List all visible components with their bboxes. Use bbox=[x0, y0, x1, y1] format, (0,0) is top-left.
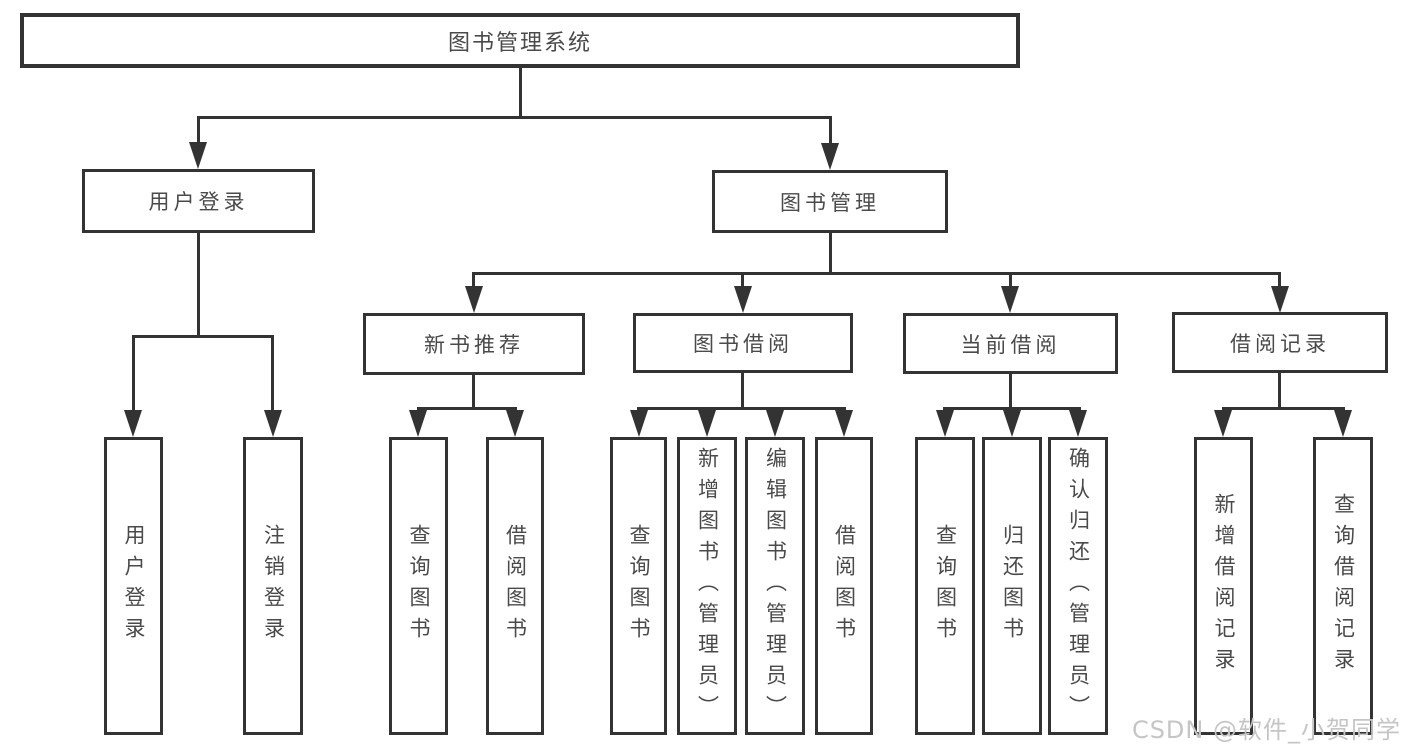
arrow-down-book-mgmt bbox=[821, 143, 839, 170]
csdn-watermark: CSDN @软件_小贺同学 bbox=[1131, 716, 1401, 744]
connector-new-books-stem bbox=[472, 375, 475, 407]
connector-current-borrow-rail bbox=[943, 407, 1081, 410]
arrow-down-bb-edit-books bbox=[766, 410, 784, 437]
leaf-borrow-borrow-books: 借阅图书 bbox=[815, 437, 873, 735]
leaf-logout: 注销登录 bbox=[243, 437, 303, 735]
leaf-borrow-borrow-books-label: 借阅图书 bbox=[832, 524, 857, 648]
leaf-current-confirm-return-label: 确认归还（管理员） bbox=[1066, 446, 1091, 726]
connector-root-stem bbox=[519, 68, 522, 116]
connector-new-books-rail bbox=[417, 407, 517, 410]
arrow-down-leaf-user-login bbox=[124, 410, 142, 437]
leaf-borrow-add-books: 新增图书（管理员） bbox=[677, 437, 737, 735]
leaf-logout-label: 注销登录 bbox=[261, 524, 286, 648]
leaf-records-query-record-label: 查询借阅记录 bbox=[1331, 493, 1356, 679]
arrow-down-cb-return-books bbox=[1003, 410, 1021, 437]
arrow-down-book-borrow bbox=[734, 286, 752, 313]
leaf-newbook-borrow-books-label: 借阅图书 bbox=[503, 524, 528, 648]
node-new-book-recommend: 新书推荐 bbox=[363, 313, 585, 375]
connector-book-borrow-stem bbox=[741, 373, 744, 407]
leaf-newbook-query-books: 查询图书 bbox=[389, 437, 448, 735]
connector-book-borrow-rail bbox=[637, 407, 846, 410]
leaf-newbook-borrow-books: 借阅图书 bbox=[486, 437, 544, 735]
connector-borrow-records-rail bbox=[1222, 407, 1345, 410]
arrow-down-new-books bbox=[465, 286, 483, 313]
connector-drop-user-login bbox=[197, 116, 200, 145]
connector-drop-book-mgmt bbox=[829, 116, 832, 146]
node-current-borrow: 当前借阅 bbox=[903, 313, 1118, 374]
connector-user-login-stem bbox=[197, 233, 200, 335]
leaf-records-add-record: 新增借阅记录 bbox=[1194, 437, 1253, 735]
connector-drop-book-borrow bbox=[741, 272, 744, 290]
arrow-down-br-query-record bbox=[1334, 410, 1352, 437]
connector-drop-new-books bbox=[472, 272, 475, 290]
arrow-down-nb-query-books bbox=[409, 410, 427, 437]
leaf-borrow-query-books-label: 查询图书 bbox=[627, 524, 651, 648]
arrow-down-bb-query-books bbox=[630, 410, 648, 437]
arrow-down-cb-query-books bbox=[936, 410, 954, 437]
arrow-down-user-login bbox=[189, 142, 207, 169]
leaf-current-query-books: 查询图书 bbox=[915, 437, 975, 735]
arrow-down-cb-confirm-return bbox=[1069, 410, 1087, 437]
node-user-login: 用户登录 bbox=[82, 169, 315, 233]
connector-borrow-records-stem bbox=[1278, 373, 1281, 407]
node-book-management: 图书管理 bbox=[712, 170, 948, 233]
leaf-current-return-books: 归还图书 bbox=[982, 437, 1042, 735]
node-book-borrow: 图书借阅 bbox=[633, 313, 853, 373]
arrow-down-br-add-record bbox=[1214, 410, 1232, 437]
connector-user-login-rail bbox=[132, 335, 274, 338]
connector-drop-current-borrow bbox=[1009, 272, 1012, 290]
leaf-records-query-record: 查询借阅记录 bbox=[1313, 437, 1373, 735]
connector-drop-borrow-records bbox=[1278, 272, 1281, 290]
leaf-current-return-books-label: 归还图书 bbox=[1000, 524, 1025, 648]
connector-drop-leaf-user-login bbox=[132, 335, 135, 412]
leaf-user-login-label: 用户登录 bbox=[122, 524, 146, 648]
arrow-down-borrow-records bbox=[1271, 286, 1289, 313]
connector-book-mgmt-stem bbox=[829, 233, 832, 272]
leaf-newbook-query-books-label: 查询图书 bbox=[407, 524, 431, 648]
leaf-borrow-edit-books: 编辑图书（管理员） bbox=[745, 437, 805, 735]
node-borrow-records: 借阅记录 bbox=[1172, 312, 1388, 373]
connector-book-mgmt-rail bbox=[472, 272, 1280, 275]
arrow-down-nb-borrow-books bbox=[506, 410, 524, 437]
leaf-borrow-add-books-label: 新增图书（管理员） bbox=[695, 446, 720, 726]
connector-drop-leaf-logout bbox=[271, 335, 274, 412]
leaf-borrow-query-books: 查询图书 bbox=[610, 437, 667, 735]
node-root: 图书管理系统 bbox=[20, 13, 1020, 68]
arrow-down-current-borrow bbox=[1001, 286, 1019, 313]
leaf-user-login: 用户登录 bbox=[104, 437, 163, 735]
arrow-down-bb-add-books bbox=[698, 410, 716, 437]
leaf-current-query-books-label: 查询图书 bbox=[933, 524, 958, 648]
leaf-current-confirm-return: 确认归还（管理员） bbox=[1048, 437, 1108, 735]
connector-current-borrow-stem bbox=[1009, 374, 1012, 407]
leaf-records-add-record-label: 新增借阅记录 bbox=[1212, 493, 1236, 679]
leaf-borrow-edit-books-label: 编辑图书（管理员） bbox=[763, 446, 788, 726]
connector-root-rail bbox=[197, 116, 831, 119]
arrow-down-leaf-logout bbox=[264, 410, 282, 437]
arrow-down-bb-borrow-books bbox=[835, 410, 853, 437]
